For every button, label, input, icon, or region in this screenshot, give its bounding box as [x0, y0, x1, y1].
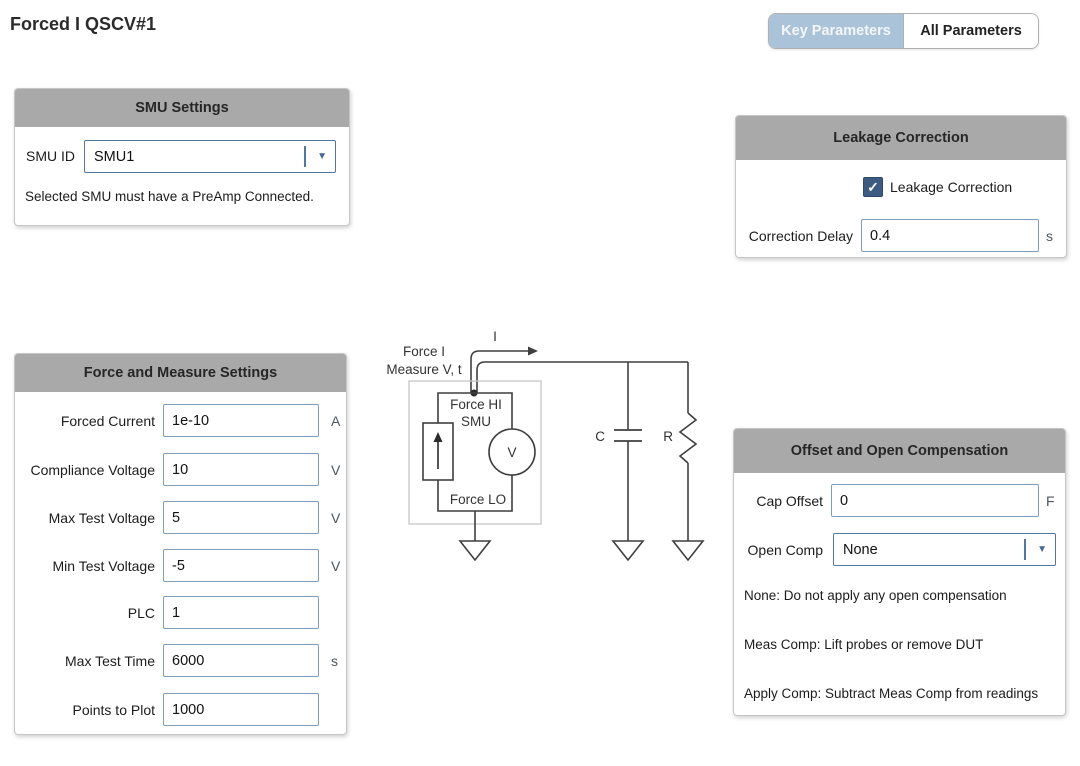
open-comp-value: None — [843, 541, 878, 558]
correction-delay-input[interactable] — [861, 219, 1039, 252]
points-to-plot-label: Points to Plot — [72, 702, 156, 718]
smu-label: SMU — [461, 414, 491, 429]
smu-id-value: SMU1 — [94, 148, 135, 165]
current-arrow-line — [470, 350, 528, 393]
min-test-voltage-unit: V — [331, 558, 341, 574]
points-to-plot-input[interactable] — [163, 693, 319, 726]
resistor-label: R — [663, 429, 673, 444]
capacitor-label: C — [595, 429, 605, 444]
force-measure-settings-panel: Force and Measure Settings Forced Curren… — [14, 353, 347, 735]
ground-symbol — [671, 540, 705, 562]
dropdown-separator — [304, 146, 306, 167]
top-rail-wire — [476, 361, 688, 393]
open-comp-dropdown[interactable]: None ▼ — [833, 533, 1056, 566]
max-test-voltage-input[interactable] — [163, 501, 319, 534]
compliance-voltage-input[interactable] — [163, 453, 319, 486]
min-test-voltage-input[interactable] — [163, 549, 319, 582]
force-lo-label: Force LO — [450, 492, 506, 507]
min-test-voltage-label: Min Test Voltage — [52, 558, 155, 574]
force-measure-title: Force and Measure Settings — [15, 354, 346, 392]
checkmark-icon: ✓ — [867, 178, 879, 195]
page-title: Forced I QSCV#1 — [10, 14, 157, 34]
compliance-voltage-label: Compliance Voltage — [30, 462, 155, 478]
offset-open-comp-panel: Offset and Open Compensation Cap Offset … — [733, 428, 1066, 716]
plc-input[interactable] — [163, 596, 319, 629]
max-test-voltage-unit: V — [331, 510, 341, 526]
correction-delay-unit: s — [1046, 228, 1053, 244]
cap-offset-unit: F — [1046, 493, 1055, 509]
correction-delay-label: Correction Delay — [748, 228, 853, 244]
circuit-diagram: Force I Measure V, t I V Force HI SMU Fo… — [386, 329, 705, 562]
cap-offset-input[interactable] — [831, 484, 1039, 517]
circuit-caption-line2: Measure V, t — [386, 362, 462, 377]
open-comp-note-meas: Meas Comp: Lift probes or remove DUT — [744, 637, 984, 652]
smu-id-label: SMU ID — [26, 148, 75, 164]
tab-all-parameters[interactable]: All Parameters — [903, 14, 1038, 48]
circuit-caption-line1: Force I — [403, 344, 445, 359]
voltmeter-symbol — [488, 428, 536, 476]
leakage-correction-panel: Leakage Correction ✓ Leakage Correction … — [735, 115, 1067, 258]
ground-symbol — [458, 540, 492, 562]
dropdown-separator — [1024, 539, 1026, 560]
offset-open-comp-title: Offset and Open Compensation — [734, 429, 1065, 473]
parameters-tab-group: Key Parameters All Parameters — [768, 13, 1039, 49]
max-test-time-unit: s — [331, 653, 338, 669]
max-test-time-input[interactable] — [163, 644, 319, 677]
chevron-down-icon: ▼ — [317, 150, 327, 162]
leakage-correction-checkbox-label: Leakage Correction — [890, 179, 1013, 195]
ground-symbol — [611, 540, 645, 562]
circuit-current-label: I — [493, 329, 497, 344]
current-source-arrow — [433, 432, 443, 442]
forced-current-unit: A — [331, 413, 341, 429]
current-arrow-head — [528, 346, 538, 356]
resistor-symbol — [678, 412, 698, 464]
compliance-voltage-unit: V — [331, 462, 341, 478]
open-comp-label: Open Comp — [747, 542, 823, 558]
smu-preamp-note: Selected SMU must have a PreAmp Connecte… — [25, 189, 314, 204]
smu-settings-panel: SMU Settings SMU ID SMU1 ▼ Selected SMU … — [14, 88, 350, 226]
open-comp-note-none: None: Do not apply any open compensation — [744, 588, 1007, 603]
force-hi-label: Force HI — [450, 397, 502, 412]
leakage-correction-checkbox[interactable]: ✓ — [863, 177, 883, 197]
max-test-voltage-label: Max Test Voltage — [48, 510, 155, 526]
voltmeter-label: V — [507, 445, 516, 460]
forced-current-label: Forced Current — [60, 413, 155, 429]
tab-key-parameters[interactable]: Key Parameters — [769, 14, 903, 48]
max-test-time-label: Max Test Time — [65, 653, 155, 669]
open-comp-note-apply: Apply Comp: Subtract Meas Comp from read… — [744, 686, 1039, 701]
plc-label: PLC — [127, 605, 155, 621]
smu-settings-title: SMU Settings — [15, 89, 349, 127]
cap-offset-label: Cap Offset — [756, 493, 823, 509]
smu-id-dropdown[interactable]: SMU1 ▼ — [84, 140, 336, 173]
chevron-down-icon: ▼ — [1037, 543, 1047, 555]
leakage-correction-title: Leakage Correction — [736, 116, 1066, 160]
forced-current-input[interactable] — [163, 404, 319, 437]
